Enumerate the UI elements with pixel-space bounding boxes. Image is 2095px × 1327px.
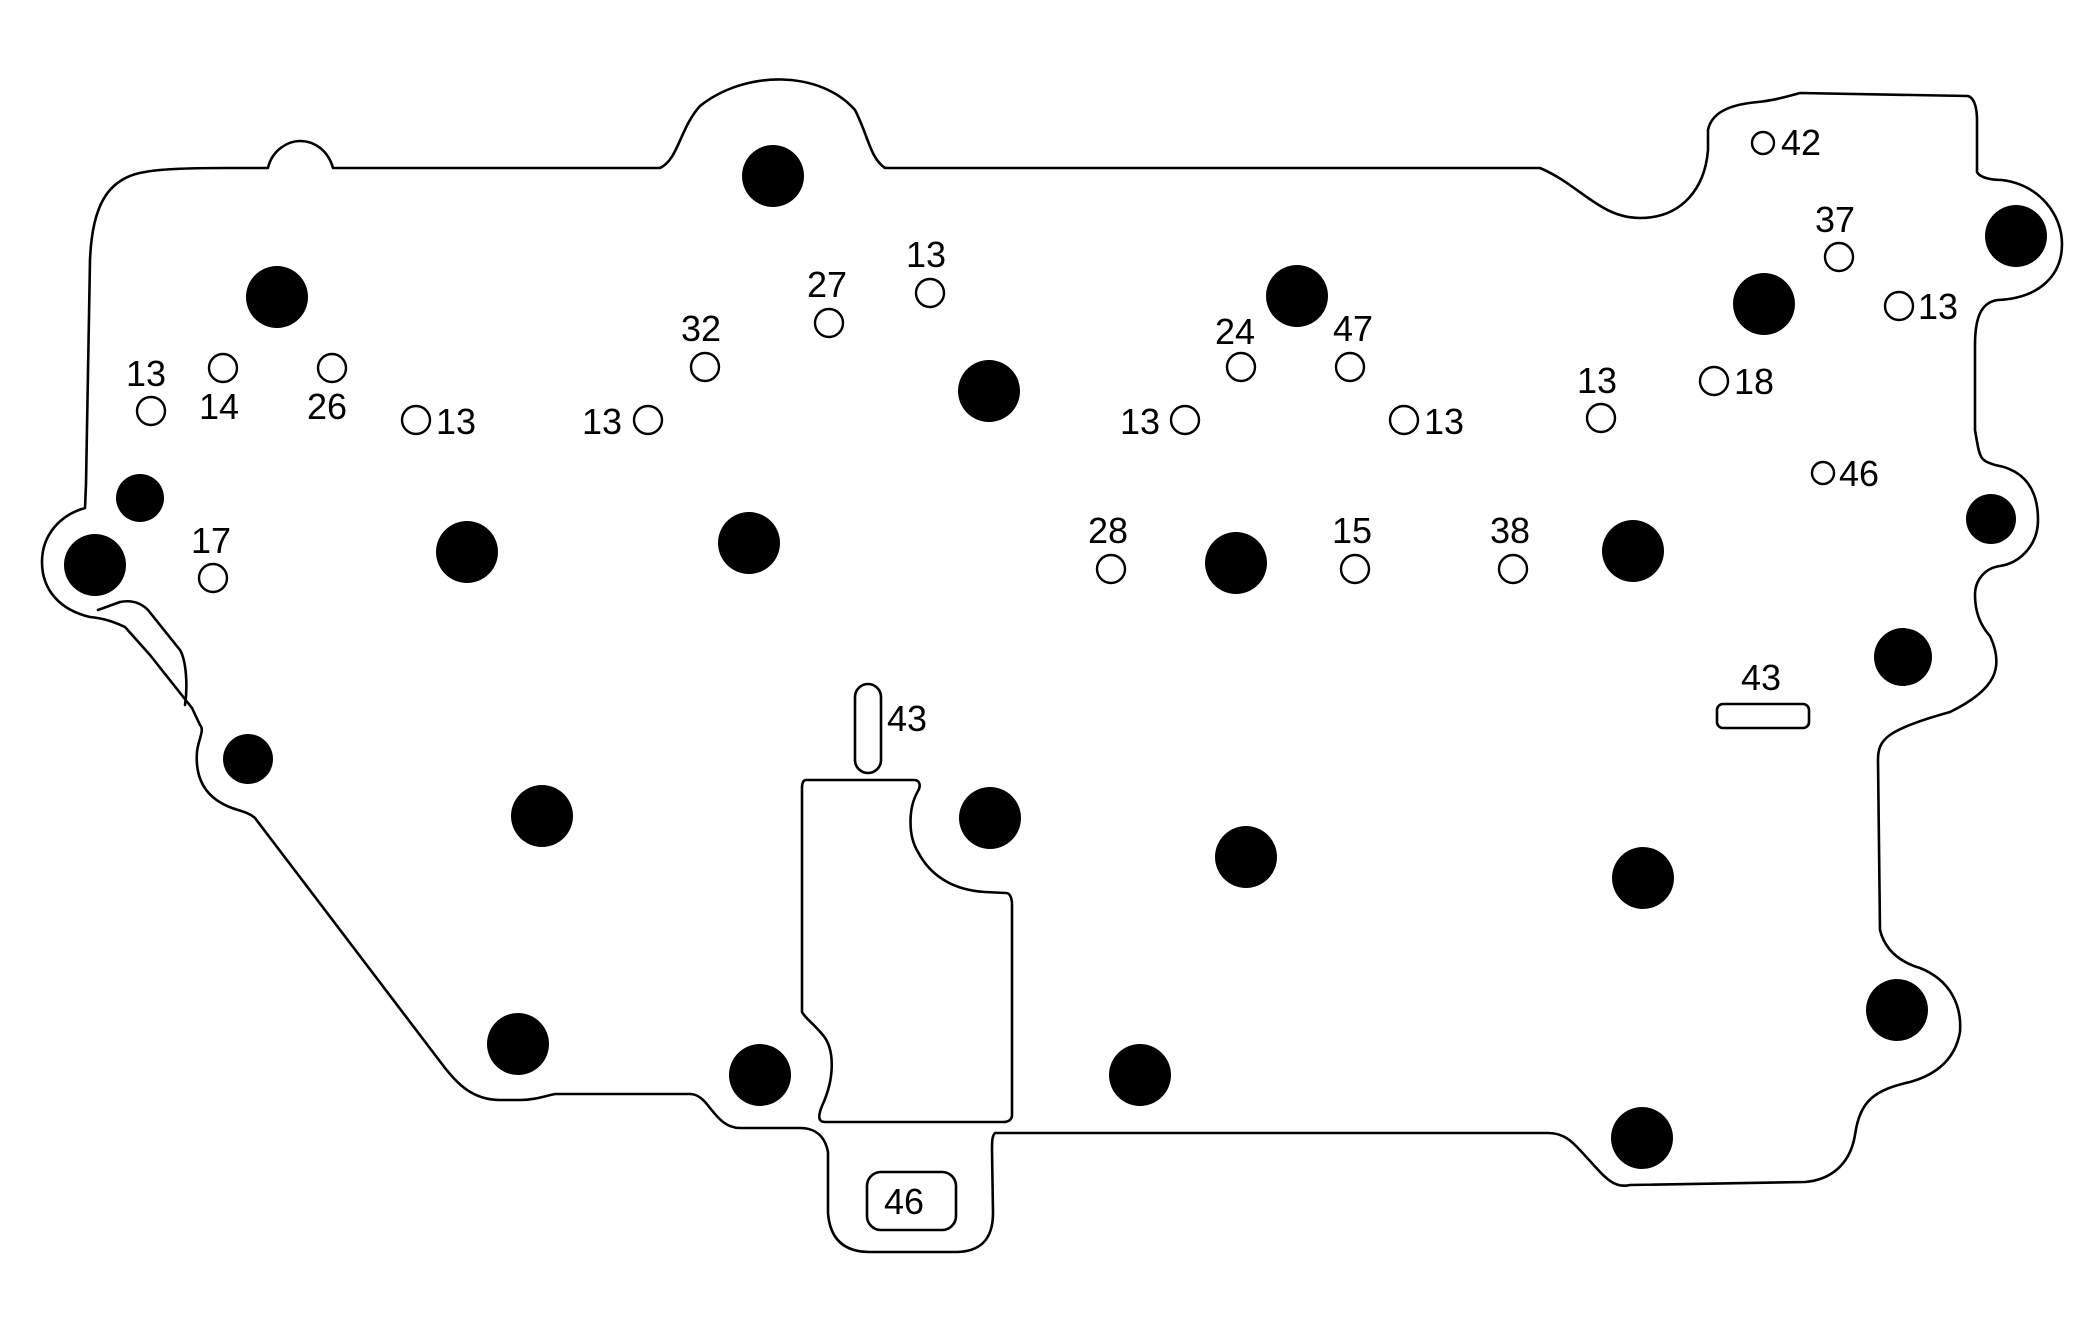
bolt-hole xyxy=(959,787,1021,849)
bolt-hole xyxy=(1602,520,1664,582)
slot-43-horizontal xyxy=(1715,702,1811,730)
label-46: 46 xyxy=(884,1181,924,1222)
label-13: 13 xyxy=(1424,401,1464,442)
label-18: 18 xyxy=(1734,361,1774,402)
label-13: 13 xyxy=(1577,360,1617,401)
label-13: 13 xyxy=(906,234,946,275)
bolt-hole xyxy=(729,1044,791,1106)
center-cutout xyxy=(800,778,1014,1124)
port-13 xyxy=(1388,404,1420,436)
port-26 xyxy=(316,352,348,384)
bolt-hole xyxy=(958,360,1020,422)
port-14 xyxy=(207,352,239,384)
bolt-holes xyxy=(64,145,2047,1169)
label-13: 13 xyxy=(1918,286,1958,327)
label-43: 43 xyxy=(1741,657,1781,698)
port-13 xyxy=(400,404,432,436)
port-27 xyxy=(813,307,845,339)
plate-outline xyxy=(40,78,2064,1254)
bolt-hole xyxy=(511,785,573,847)
label-24: 24 xyxy=(1215,311,1255,352)
bolt-hole xyxy=(1874,628,1932,686)
port-13 xyxy=(914,277,946,309)
bolt-hole xyxy=(487,1013,549,1075)
label-13: 13 xyxy=(436,401,476,442)
bolt-hole xyxy=(116,474,164,522)
port-18 xyxy=(1698,365,1730,397)
bolt-hole xyxy=(1966,494,2016,544)
port-47 xyxy=(1334,351,1366,383)
bolt-hole xyxy=(1215,826,1277,888)
label-26: 26 xyxy=(307,386,347,427)
port-13 xyxy=(1169,404,1201,436)
bolt-hole xyxy=(223,734,273,784)
label-42: 42 xyxy=(1781,122,1821,163)
label-46: 46 xyxy=(1839,453,1879,494)
label-14: 14 xyxy=(199,386,239,427)
bolt-hole xyxy=(718,512,780,574)
port-labels: 13 14 26 13 13 32 27 13 24 47 13 13 13 1… xyxy=(126,122,1958,1222)
port-13 xyxy=(135,395,167,427)
port-13 xyxy=(1883,290,1915,322)
label-17: 17 xyxy=(191,520,231,561)
port-24 xyxy=(1225,351,1257,383)
label-32: 32 xyxy=(681,308,721,349)
label-38: 38 xyxy=(1490,510,1530,551)
bolt-hole xyxy=(1733,273,1795,335)
port-13 xyxy=(1585,402,1617,434)
ports xyxy=(135,130,1915,594)
port-13 xyxy=(632,404,664,436)
bolt-hole xyxy=(436,521,498,583)
bolt-hole xyxy=(1205,532,1267,594)
bolt-hole xyxy=(64,534,126,596)
label-37: 37 xyxy=(1815,199,1855,240)
bolt-hole xyxy=(246,266,308,328)
left-channel xyxy=(96,599,188,707)
label-13: 13 xyxy=(582,401,622,442)
label-28: 28 xyxy=(1088,510,1128,551)
label-13: 13 xyxy=(1120,401,1160,442)
bolt-hole xyxy=(1109,1044,1171,1106)
port-17 xyxy=(197,562,229,594)
port-46 xyxy=(1810,460,1836,486)
label-15: 15 xyxy=(1332,510,1372,551)
bolt-hole xyxy=(1611,1107,1673,1169)
label-27: 27 xyxy=(807,264,847,305)
label-43: 43 xyxy=(887,698,927,739)
bolt-hole xyxy=(1266,265,1328,327)
bolt-hole xyxy=(1612,847,1674,909)
bolt-hole xyxy=(742,145,804,207)
bolt-hole xyxy=(1985,205,2047,267)
port-37 xyxy=(1823,241,1855,273)
label-13: 13 xyxy=(126,353,166,394)
bolt-hole xyxy=(1866,979,1928,1041)
port-42 xyxy=(1750,130,1776,156)
slot-43-vertical xyxy=(853,682,883,775)
port-28 xyxy=(1095,553,1127,585)
port-32 xyxy=(689,351,721,383)
port-15 xyxy=(1339,553,1371,585)
tab-46-box xyxy=(865,1170,958,1232)
label-47: 47 xyxy=(1333,308,1373,349)
port-38 xyxy=(1497,553,1529,585)
